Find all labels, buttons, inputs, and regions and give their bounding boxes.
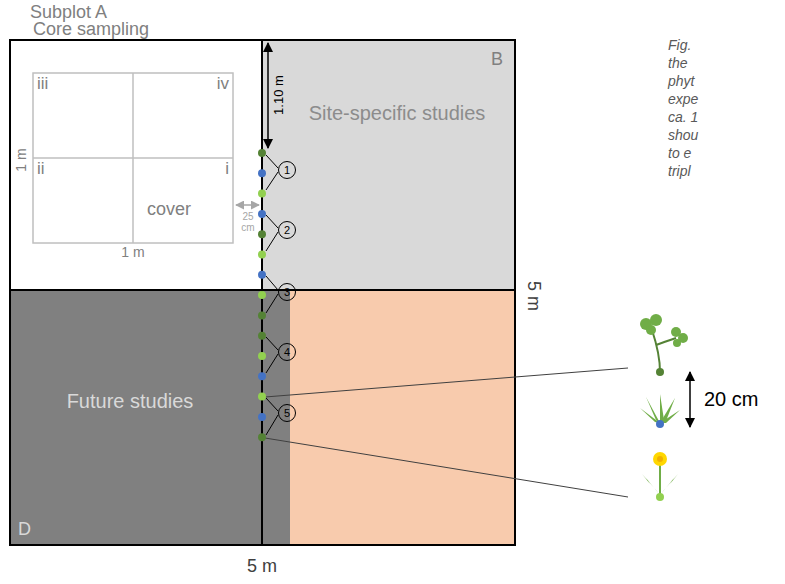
callout-circle: 2 <box>278 221 296 239</box>
subplot-letter: B <box>491 50 503 70</box>
callout-number: 4 <box>279 344 295 360</box>
plant-dots <box>258 149 266 441</box>
callout-circle: 3 <box>278 283 296 301</box>
leader-line <box>265 438 628 497</box>
leader-lines <box>266 155 278 435</box>
dimension-arrow <box>236 204 259 206</box>
caption-fragment: expe <box>668 92 698 107</box>
callout-number: 2 <box>279 222 295 238</box>
caption-fragment: the <box>668 56 687 71</box>
dimension-label: 20 cm <box>704 388 758 410</box>
leader-line <box>265 368 628 397</box>
quadrant-box: iii <box>33 73 133 158</box>
subplot-a-fill <box>10 40 262 290</box>
dandelion-icon <box>642 452 678 501</box>
callout-number: 5 <box>279 405 295 421</box>
grass-icon <box>640 394 680 428</box>
dimension-label: 1 m <box>14 148 29 171</box>
quadrant-number: iii <box>37 75 48 94</box>
quadrant-number: ii <box>37 160 45 179</box>
callout-number: 1 <box>279 162 295 178</box>
callout-number: 3 <box>279 284 295 300</box>
caption-fragment: shou <box>668 128 698 143</box>
subplot-b-fill <box>262 40 515 290</box>
core-square <box>33 73 233 243</box>
dimension-arrow <box>267 43 269 148</box>
section-heading: Core sampling <box>33 20 149 40</box>
dimension-label: 5 m <box>523 281 543 311</box>
dimension-label: 25 cm <box>235 211 261 233</box>
subplot-box: B Site-specific studies <box>262 40 515 290</box>
quadrant-label: cover <box>147 200 191 220</box>
dimension-label: 1 m <box>121 245 144 260</box>
plot-border <box>10 40 515 545</box>
caption-fragment: tripl <box>668 164 691 179</box>
caption-fragment: Fig. <box>668 38 691 53</box>
dimension-arrow <box>689 372 691 427</box>
quadrant-number: i <box>225 160 229 179</box>
plot-divider <box>10 289 515 291</box>
quadrant-box: iv <box>133 73 233 158</box>
callout-circle: 5 <box>278 404 296 422</box>
subplot-c-fill <box>290 290 515 545</box>
caption-fragment: ca. 1 <box>668 110 698 125</box>
quadrant-number: iv <box>217 75 229 94</box>
subplot-box: D Future studies <box>10 290 262 545</box>
subplot-letter: D <box>18 520 31 540</box>
callout-circle: 4 <box>278 343 296 361</box>
dimension-label: 1.10 m <box>272 75 286 115</box>
quadrant-box: ii <box>33 158 133 243</box>
subplot-d-fill <box>10 290 262 545</box>
dimension-label: 5 m <box>247 557 277 577</box>
callout-circle: 1 <box>278 161 296 179</box>
caption-fragment: phyt <box>668 74 694 89</box>
caption-fragment: to e <box>668 146 691 161</box>
subplot-label: Site-specific studies <box>307 102 487 124</box>
clover-icon <box>640 314 688 376</box>
subplot-label: Future studies <box>40 390 220 412</box>
core-divider <box>33 157 233 159</box>
quadrant-box: i cover <box>133 158 233 243</box>
